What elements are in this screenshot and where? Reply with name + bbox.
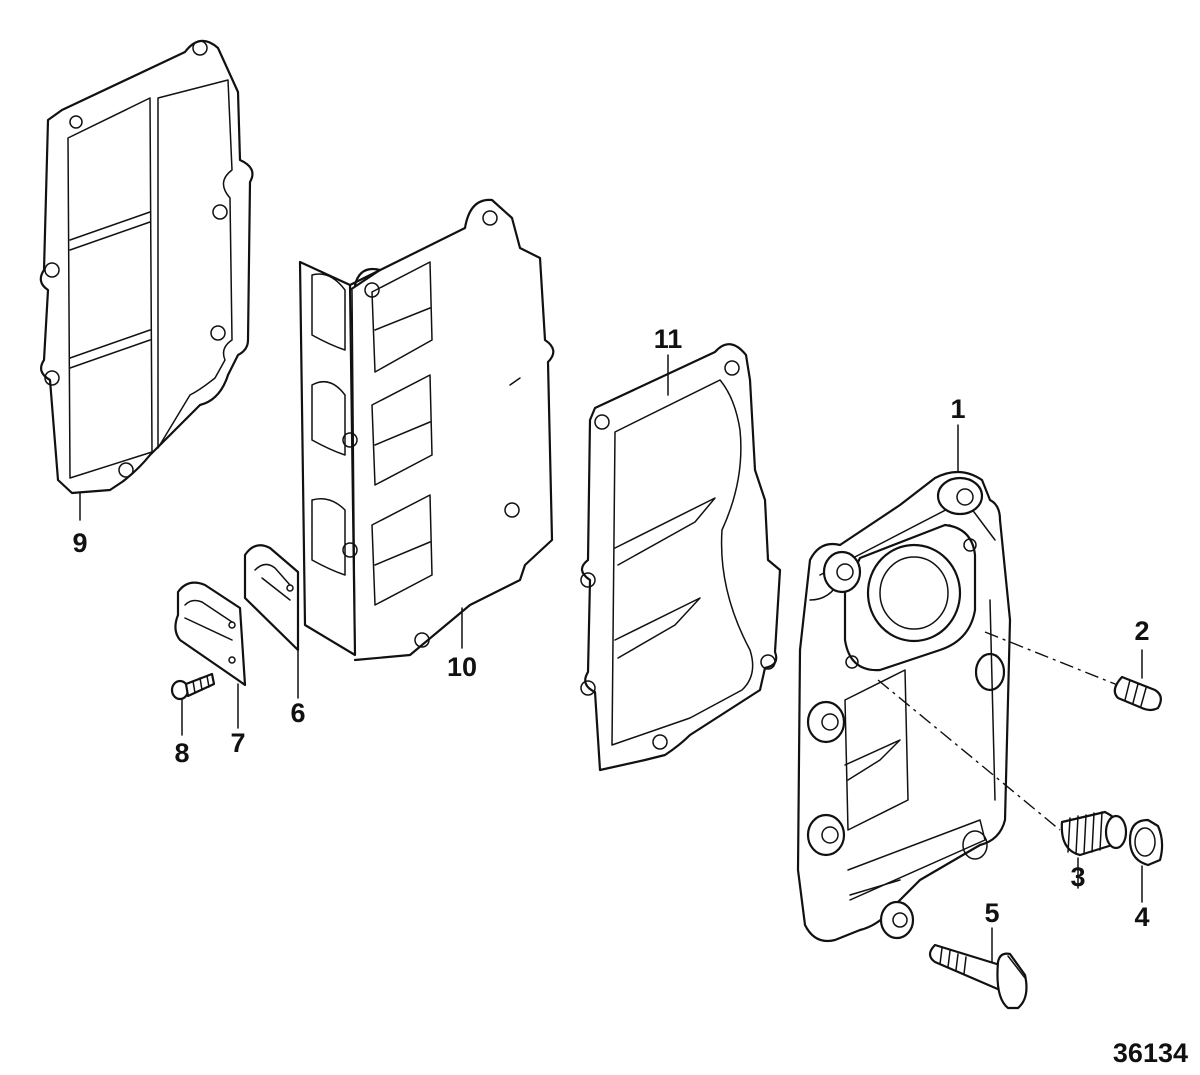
callout-6: 6 [290, 698, 305, 728]
callout-1: 1 [950, 394, 965, 424]
part-7-reed-petal [174, 581, 247, 687]
figure-number: 36134 [1113, 1038, 1188, 1068]
callout-4: 4 [1134, 902, 1149, 932]
part-5-bolt [928, 943, 1028, 1010]
centerline-3 [877, 679, 1061, 831]
callout-10: 10 [447, 652, 477, 682]
callout-9: 9 [72, 528, 87, 558]
part-8-screw [170, 672, 216, 701]
callout-5: 5 [984, 898, 999, 928]
centerline-2 [984, 631, 1126, 689]
part-4-nut [1128, 818, 1164, 867]
part-9-gasket [39, 39, 254, 495]
part-1-intake-cover [796, 470, 1012, 943]
part-6-reed-plate [243, 544, 300, 652]
part-10-reed-block [298, 198, 555, 662]
part-3-spring [1060, 810, 1128, 857]
part-2-stud [1113, 675, 1162, 712]
callout-2: 2 [1134, 616, 1149, 646]
part-11-gasket [580, 343, 782, 772]
callout-3: 3 [1070, 862, 1085, 892]
callout-8: 8 [174, 738, 189, 768]
callout-7: 7 [230, 728, 245, 758]
callout-11: 11 [654, 324, 683, 354]
